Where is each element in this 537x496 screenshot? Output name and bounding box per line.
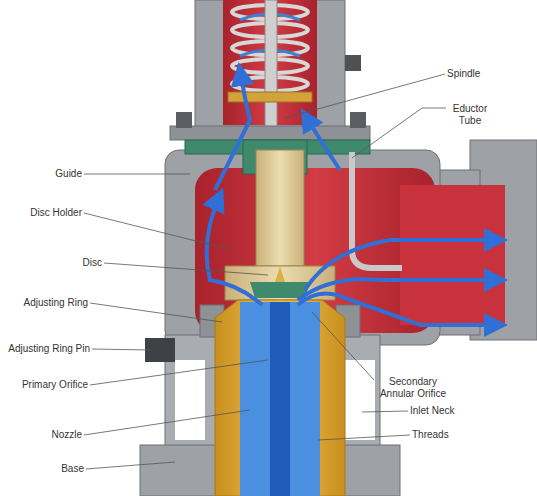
part-label: Spindle <box>447 68 517 80</box>
part-label: Disc <box>30 257 102 269</box>
part-label: Nozzle <box>4 429 82 441</box>
part-label: Adjusting Ring Pin <box>0 343 90 355</box>
part-label: Disc Holder <box>4 207 82 219</box>
part-label: Adjusting Ring <box>0 297 88 309</box>
part-label: Inlet Neck <box>410 405 490 417</box>
part-label: Base <box>4 463 84 475</box>
part-label: Secondary Annular Orifice <box>372 376 454 400</box>
part-label: Threads <box>412 429 492 441</box>
part-label: Primary Orifice <box>0 379 88 391</box>
part-label: Eductor Tube <box>446 103 494 127</box>
part-label: Guide <box>20 168 82 180</box>
